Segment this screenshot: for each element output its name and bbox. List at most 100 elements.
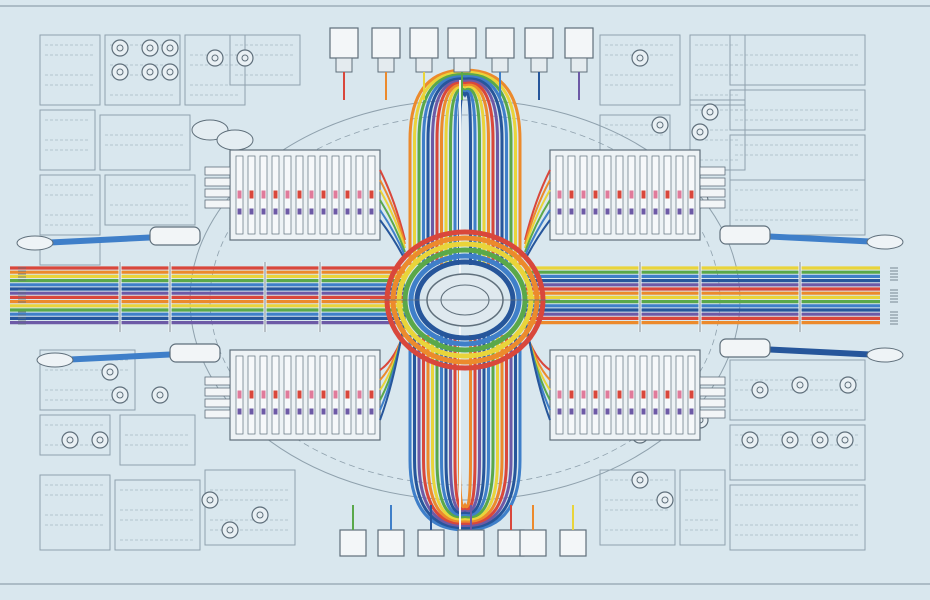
panel-port [321, 208, 326, 215]
panel-port [249, 390, 254, 399]
panel-port [369, 208, 374, 215]
gauge-icon [151, 386, 169, 404]
panel-port [333, 190, 338, 199]
gauge-icon-center [116, 391, 124, 399]
panel-port [261, 190, 266, 199]
panel-port [689, 408, 694, 415]
panel-port [297, 208, 302, 215]
schematic-box [39, 474, 111, 551]
gauge-icon [141, 63, 159, 81]
panel-port [557, 208, 562, 215]
lower-cable-loop [449, 335, 481, 513]
gauge-icon [631, 471, 649, 489]
schematic-box [729, 359, 866, 421]
panel-port [569, 208, 574, 215]
panel-port [285, 190, 290, 199]
branch-cable [524, 209, 551, 257]
component-outline [216, 129, 254, 151]
gauge-icon [751, 381, 769, 399]
cable-connector-icon [519, 529, 547, 557]
panel-port [581, 190, 586, 199]
side-rack [204, 177, 231, 187]
probe-cable [757, 233, 883, 245]
gauge-icon [111, 63, 129, 81]
side-rack [699, 387, 726, 397]
gauge-icon-center [636, 476, 644, 484]
cable-connector-icon [457, 529, 485, 557]
cable-connector-icon [371, 27, 401, 59]
panel-port [665, 190, 670, 199]
gauge-icon [111, 386, 129, 404]
probe-plug-icon [149, 226, 201, 246]
upper-cable-loop [431, 79, 499, 265]
panel-port [345, 390, 350, 399]
probe-cable [57, 351, 183, 363]
schematic-box [99, 114, 191, 171]
side-rack [204, 199, 231, 209]
branch-cable [379, 179, 406, 245]
panel-port [309, 208, 314, 215]
gauge-icon [836, 431, 854, 449]
upper-cable-loop [440, 83, 490, 265]
branch-cable [379, 209, 406, 257]
panel-port [237, 390, 242, 399]
connector-neck [530, 57, 548, 73]
panel-port [261, 208, 266, 215]
panel-port [309, 390, 314, 399]
gauge-icon-center [746, 436, 754, 444]
side-rack [204, 387, 231, 397]
side-rack [204, 409, 231, 419]
panel-port [605, 208, 610, 215]
gauge-icon-center [696, 128, 704, 136]
schematic-box [229, 34, 301, 86]
connector-neck [453, 57, 471, 73]
gauge-icon-center [841, 436, 849, 444]
upper-cable-loop [449, 87, 481, 265]
panel-port [557, 390, 562, 399]
cable-connector-icon [559, 529, 587, 557]
gauge-icon-center [706, 108, 714, 116]
connector-neck [491, 57, 509, 73]
gauge-icon-center [211, 54, 219, 62]
lower-cable-loop [431, 335, 499, 521]
branch-cable [524, 199, 551, 253]
panel-port [369, 190, 374, 199]
gauge-icon [839, 376, 857, 394]
panel-port [285, 408, 290, 415]
gauge-icon [91, 431, 109, 449]
gauge-icon [206, 49, 224, 67]
gauge-icon [201, 491, 219, 509]
branch-cable [524, 169, 551, 241]
panel-port [593, 390, 598, 399]
panel-port [345, 408, 350, 415]
gauge-icon-center [796, 381, 804, 389]
panel-port [557, 190, 562, 199]
gauge-icon-center [656, 121, 664, 129]
panel-port [273, 408, 278, 415]
panel-port [333, 208, 338, 215]
probe-tip [866, 347, 904, 363]
gauge-icon [101, 363, 119, 381]
panel-port [273, 208, 278, 215]
gauge-icon-center [661, 496, 669, 504]
gauge-icon-center [106, 368, 114, 376]
side-rack [204, 188, 231, 198]
lower-cable-loop [417, 335, 513, 528]
upper-cable-loop [435, 81, 495, 265]
panel-port [333, 390, 338, 399]
gauge-icon-center [156, 391, 164, 399]
panel-port [557, 408, 562, 415]
probe-tip [866, 234, 904, 250]
cable-connector-icon [417, 529, 445, 557]
gauge-icon-center [96, 436, 104, 444]
panel-port [569, 190, 574, 199]
cable-connector-icon [409, 27, 439, 59]
probe-plug-icon [719, 225, 771, 245]
lower-cable-loop [440, 335, 490, 517]
panel-port [617, 408, 622, 415]
panel-port [629, 390, 634, 399]
panel-port [593, 208, 598, 215]
probe-plug-icon [169, 343, 221, 363]
gauge-icon [656, 491, 674, 509]
